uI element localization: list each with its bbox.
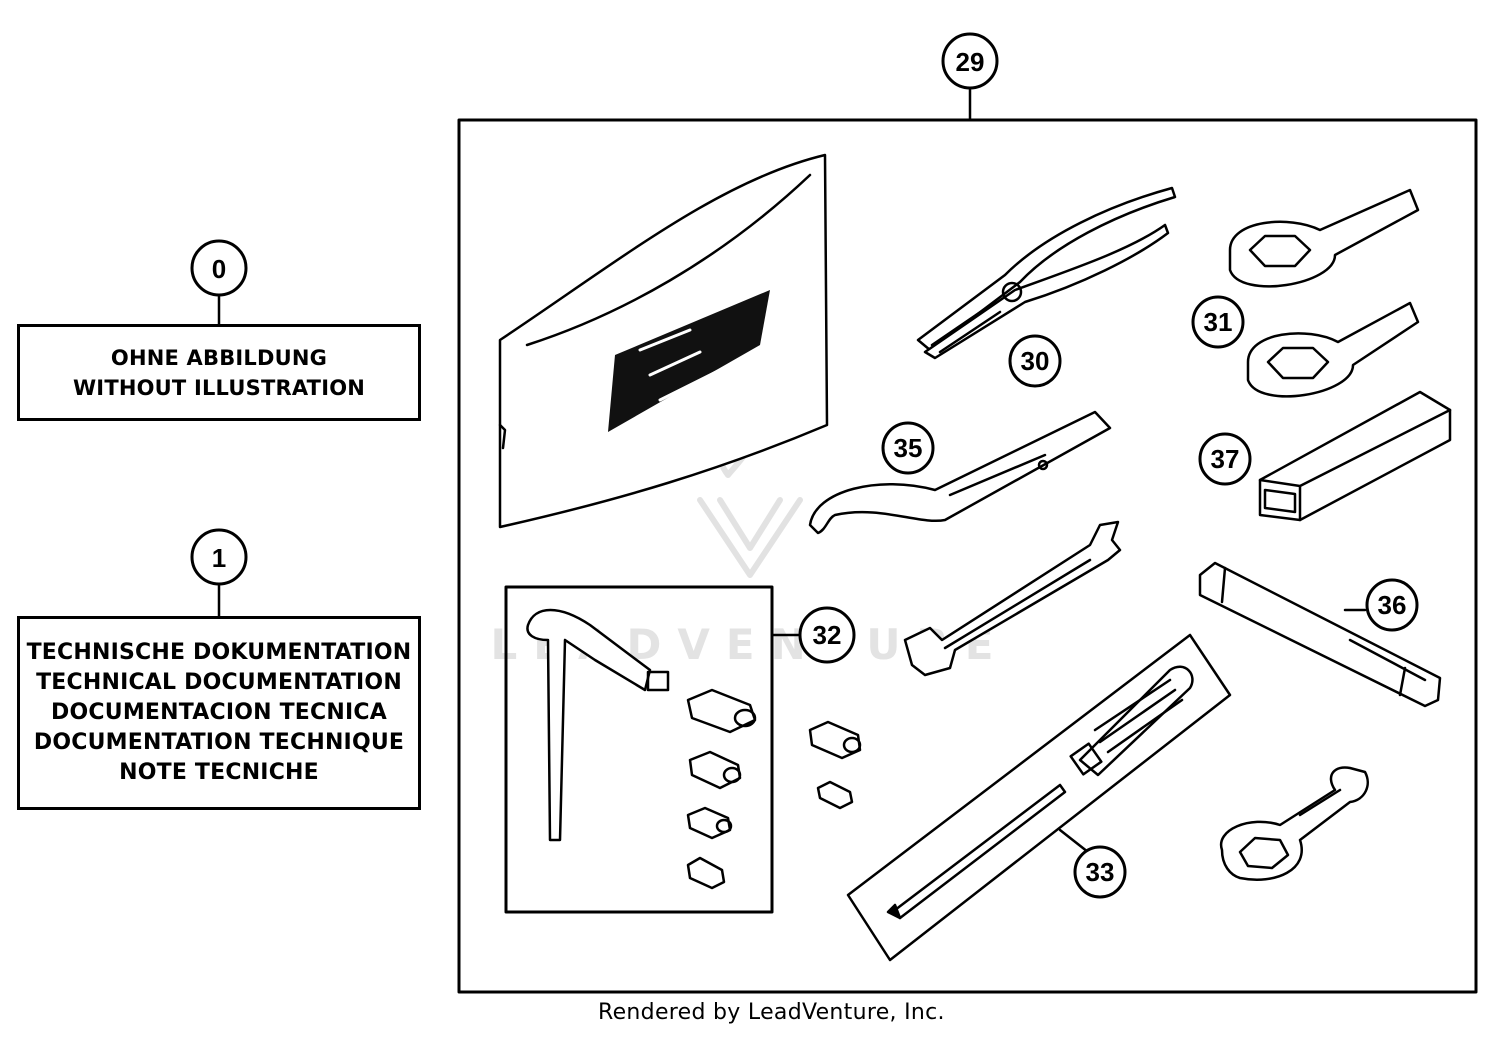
tool-kit-frame [457,118,1478,994]
hex-key-set-frame [504,585,774,914]
callout-1: 1 [212,543,226,573]
combination-wrench [1219,766,1369,881]
callout-29: 29 [956,47,985,77]
callout-30: 30 [1021,346,1050,376]
callout-0: 0 [212,254,226,284]
callout-32: 32 [813,620,842,650]
callout-36: 36 [1378,590,1407,620]
flat-bar-tool [1258,390,1452,522]
callout-bubble-37 [1198,432,1252,486]
box1-line2: TECHNICAL DOCUMENTATION [36,670,402,695]
callout-bubble-0 [190,239,248,297]
callout-31: 31 [1204,307,1233,337]
callout-bubble-1 [190,528,248,586]
screwdriver-pouch [846,633,1232,962]
box1-line1: TECHNISCHE DOKUMENTATION [26,640,412,665]
socket-bits [686,688,862,890]
hook-wrench [808,410,1112,535]
socket-tube-tool [1198,561,1442,708]
open-end-spanner [903,520,1122,677]
tool-bag [498,153,829,529]
footer-credit: Rendered by LeadVenture, Inc. [598,1000,945,1025]
callout-bubble-36 [1365,578,1419,632]
box1-line4: DOCUMENTATION TECHNIQUE [33,730,405,755]
box1-line3: DOCUMENTACION TECNICA [51,700,387,725]
technical-documentation-box: TECHNISCHE DOKUMENTATION TECHNICAL DOCUM… [17,616,421,810]
callout-bubble-32 [798,606,856,664]
without-illustration-box: OHNE ABBILDUNG WITHOUT ILLUSTRATION [17,324,421,421]
box0-line1: OHNE ABBILDUNG [110,345,328,370]
t-handle-hex-key [526,608,670,842]
callout-37: 37 [1211,444,1240,474]
box0-line2: WITHOUT ILLUSTRATION [72,375,366,400]
callout-bubble-31 [1191,295,1245,349]
callout-bubble-29 [941,32,999,90]
callout-bubble-35 [881,421,935,475]
ring-spanner-upper [1228,188,1420,288]
box1-line5: NOTE TECNICHE [119,760,319,785]
pliers [916,186,1177,360]
callout-bubble-33 [1073,845,1127,899]
callout-bubble-30 [1008,334,1062,388]
leader-line-33 [1058,828,1090,854]
ring-spanner-lower [1246,301,1420,398]
callout-35: 35 [894,433,923,463]
callout-33: 33 [1086,857,1115,887]
